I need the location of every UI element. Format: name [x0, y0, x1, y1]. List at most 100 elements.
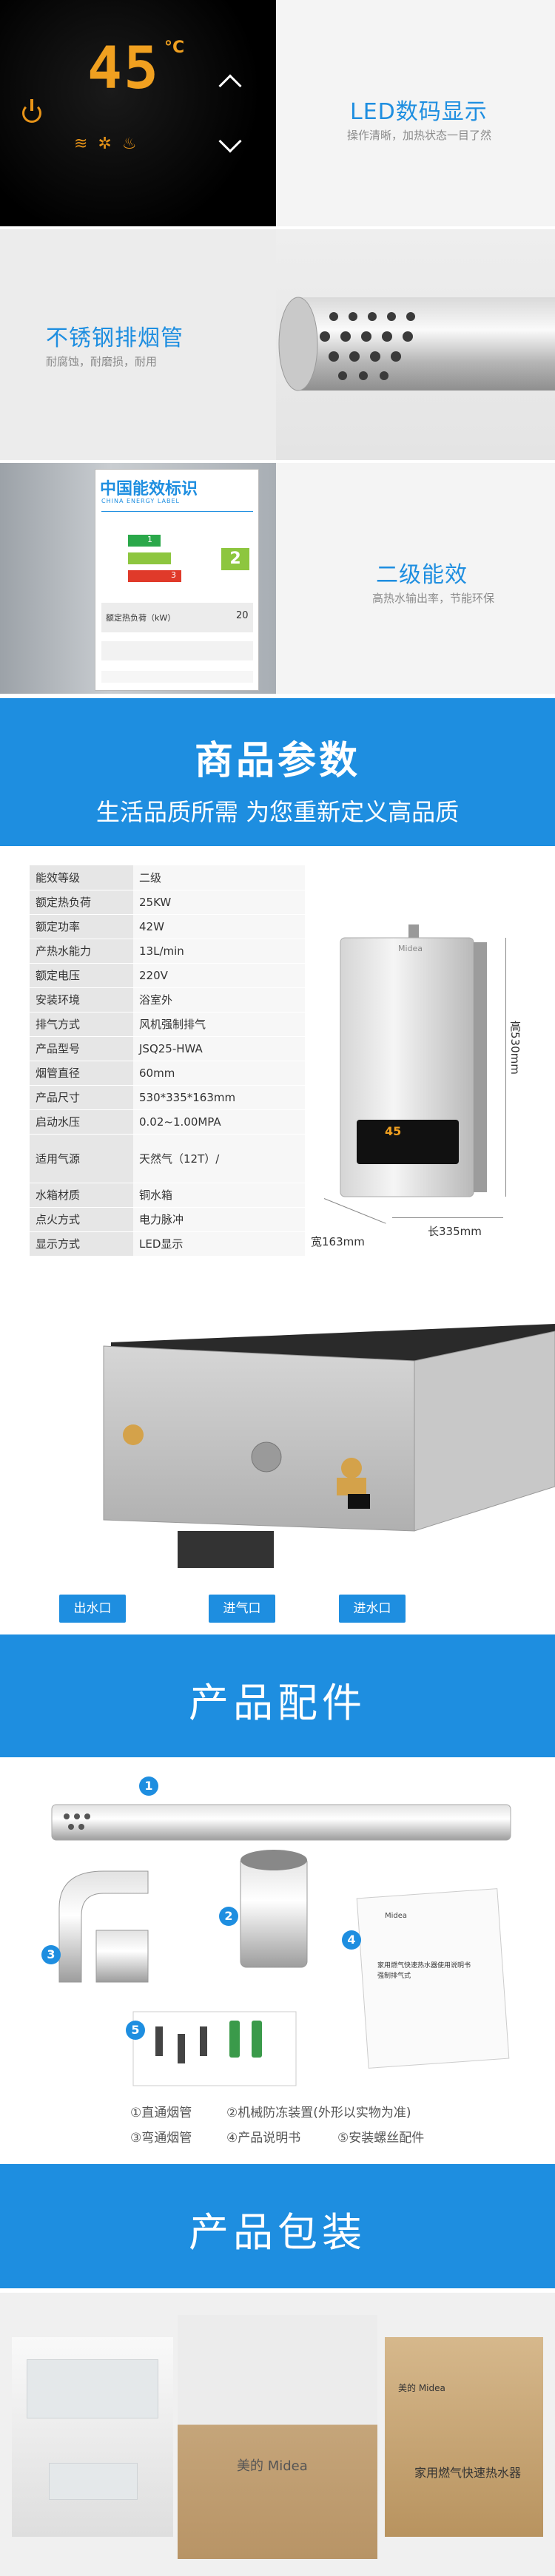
accessories-section: 1 2 3 4 5 Midea 家用燃气快速热水器使用说明书 强制排气式 ①直通… [0, 1760, 555, 2160]
power-icon-bar [30, 99, 33, 111]
spec-key: 额定功率 [30, 914, 133, 939]
ports-photo: 出水口 进气口 进水口 [0, 1309, 555, 1633]
exhaust-pipe-illustration [278, 297, 555, 391]
load-value: 20 [236, 610, 249, 621]
spec-key: 适用气源 [30, 1134, 133, 1183]
spec-row: 适用气源天然气（12T）/ [30, 1134, 305, 1183]
height-dim-label: 高530mm [508, 1021, 522, 1075]
spec-key: 额定热负荷 [30, 890, 133, 915]
port-label-water-in[interactable]: 进水口 [339, 1595, 406, 1623]
spec-value: 铜水箱 [133, 1183, 305, 1208]
length-dim-label: 长335mm [428, 1225, 482, 1238]
spec-value: 浴室外 [133, 987, 305, 1013]
water-heater-illustration [340, 924, 487, 1197]
spec-value: 13L/min [133, 939, 305, 964]
product-display-temp: 45 [385, 1124, 402, 1138]
energy-label-title: 中国能效标识 [100, 480, 198, 498]
manual-subtitle: 强制排气式 [377, 1972, 411, 1980]
spec-key: 产热水能力 [30, 939, 133, 964]
packaging-photo-foam [12, 2337, 173, 2537]
accessory-caption-2: ②机械防冻装置(外形以实物为准) [226, 2106, 411, 2120]
packaging-section: 美的 Midea 美的 Midea 家用燃气快速热水器 [0, 2293, 555, 2576]
closed-box-text: 家用燃气快速热水器 [414, 2466, 522, 2480]
spec-key: 安装环境 [30, 987, 133, 1013]
spec-key: 烟管直径 [30, 1061, 133, 1086]
accessory-badge-3: 3 [41, 1945, 61, 1964]
load-label: 额定热负荷（kW） [106, 613, 176, 623]
length-dim-line [392, 1217, 503, 1218]
packaging-banner: 产品包装 [0, 2164, 555, 2288]
spec-value: JSQ25-HWA [133, 1036, 305, 1061]
spec-row: 安装环境浴室外 [30, 987, 305, 1013]
chevron-down-icon[interactable] [218, 129, 242, 153]
accessory-caption-5: ⑤安装螺丝配件 [337, 2131, 425, 2146]
product-photo: Midea 45 [326, 924, 496, 1220]
energy-label-photo: 中国能效标识 CHINA ENERGY LABEL 1 3 2 额定热负荷（kW… [0, 463, 276, 694]
spec-row: 排气方式风机强制排气 [30, 1012, 305, 1037]
width-dim-label: 宽163mm [311, 1235, 365, 1248]
spec-key: 排气方式 [30, 1012, 133, 1037]
foam-insert [49, 2463, 138, 2500]
spec-value: 42W [133, 914, 305, 939]
product-brand: Midea [398, 944, 423, 953]
spec-row: 点火方式电力脉冲 [30, 1207, 305, 1232]
energy-feature-subtitle: 高热水输出率，节能环保 [372, 592, 495, 605]
spec-key: 水箱材质 [30, 1183, 133, 1208]
pipe-feature-subtitle: 耐腐蚀，耐磨损，耐用 [46, 355, 158, 368]
pipe-feature-title: 不锈钢排烟管 [46, 325, 184, 351]
open-box-brand: 美的 Midea [237, 2458, 308, 2474]
packaging-banner-title: 产品包装 [189, 2209, 366, 2256]
manual-brand: Midea [385, 1912, 408, 1920]
label-row [101, 641, 253, 660]
port-label-water-out[interactable]: 出水口 [59, 1595, 126, 1623]
accessory-badge-5: 5 [126, 2021, 145, 2040]
spec-value: 25KW [133, 890, 305, 915]
spec-value: 0.02~1.00MPA [133, 1109, 305, 1135]
grade-2-bar [128, 552, 171, 564]
spec-key: 额定电压 [30, 963, 133, 988]
spec-value: 60mm [133, 1061, 305, 1086]
params-banner-title: 商品参数 [194, 739, 360, 783]
accessories-banner: 产品配件 [0, 1634, 555, 1757]
foam-insert [27, 2359, 158, 2418]
spec-key: 产品型号 [30, 1036, 133, 1061]
led-temp-readout: 45 [87, 36, 160, 102]
pipe-photo [276, 229, 555, 460]
energy-feature-panel: 二级能效 高热水输出率，节能环保 [276, 463, 555, 694]
power-icon[interactable] [22, 104, 41, 123]
accessory-badge-1: 1 [139, 1777, 158, 1796]
accessory-caption-1: ①直通烟管 [130, 2106, 192, 2120]
spec-value: 电力脉冲 [133, 1207, 305, 1232]
manual-title: 家用燃气快速热水器使用说明书 [377, 1962, 471, 1970]
height-dim-line [505, 938, 506, 1197]
spec-value: 风机强制排气 [133, 1012, 305, 1037]
spec-key: 产品尺寸 [30, 1085, 133, 1110]
spec-key: 点火方式 [30, 1207, 133, 1232]
port-label-gas-in[interactable]: 进气口 [209, 1595, 275, 1623]
led-feature-panel: LED数码显示 操作清晰，加热状态一目了然 [276, 0, 555, 226]
grade-3-bar: 3 [128, 570, 181, 582]
spec-row: 水箱材质铜水箱 [30, 1183, 305, 1208]
spec-key: 能效等级 [30, 865, 133, 890]
chevron-up-icon[interactable] [218, 74, 242, 98]
spec-value: 220V [133, 963, 305, 988]
spec-row: 能效等级二级 [30, 865, 305, 890]
spec-value: 530*335*163mm [133, 1085, 305, 1110]
led-feature-subtitle: 操作清晰，加热状态一目了然 [347, 129, 492, 142]
led-display-photo: 45 °C ≋✲♨ [0, 0, 276, 226]
spec-key: 启动水压 [30, 1109, 133, 1135]
load-row [101, 603, 253, 632]
accessories-illustration [51, 1804, 511, 2086]
accessory-caption-3: ③弯通烟管 [130, 2131, 192, 2146]
closed-box-brand: 美的 Midea [398, 2383, 445, 2393]
accessories-banner-title: 产品配件 [189, 1680, 366, 1726]
grade-1-bar: 1 [128, 535, 161, 547]
